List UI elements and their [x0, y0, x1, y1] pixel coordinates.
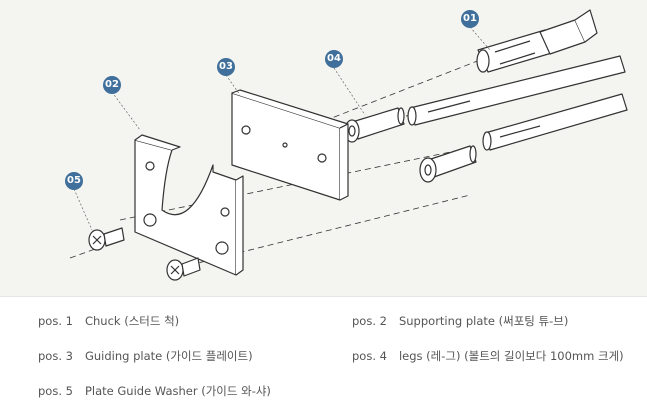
chuck-part	[476, 9, 598, 73]
part-label-02: 02	[103, 76, 121, 94]
legend-text: legs (레-그) (볼트의 길이보다 100mm 크게)	[398, 349, 624, 363]
supporting-rod-upper	[407, 55, 626, 126]
leader-lines	[73, 26, 491, 231]
legend-text: Chuck (스터드 척)	[84, 314, 180, 328]
legend-pos: pos. 1	[38, 314, 73, 328]
legend-pos: pos. 2	[352, 314, 387, 328]
exploded-assembly-drawing: 01 02 03 04 05	[0, 0, 647, 297]
guiding-plate	[231, 89, 349, 201]
legend-pos: pos. 5	[38, 384, 73, 398]
part-label-04: 04	[325, 50, 343, 68]
leg-lower	[419, 145, 477, 183]
legend-item-2: pos. 2 Supporting plate (써포팅 튜-브)	[352, 313, 568, 329]
leg-upper	[344, 107, 405, 143]
assembly-svg	[69, 9, 628, 281]
supporting-rod-lower	[482, 93, 628, 151]
part-label-03: 03	[217, 58, 235, 76]
part-label-01: 01	[461, 10, 479, 28]
legend-item-5: pos. 5 Plate Guide Washer (가이드 와-샤)	[38, 383, 271, 399]
legend-item-1: pos. 1 Chuck (스터드 척)	[38, 313, 179, 329]
plate-guide-bracket	[134, 134, 244, 276]
legend-item-4: pos. 4 legs (레-그) (볼트의 길이보다 100mm 크게)	[352, 348, 624, 364]
part-label-05: 05	[65, 172, 83, 190]
legend-item-3: pos. 3 Guiding plate (가이드 플레이트)	[38, 348, 253, 364]
legend-text: Guiding plate (가이드 플레이트)	[84, 349, 253, 363]
screw-lower	[166, 257, 201, 281]
screw-upper	[88, 227, 125, 251]
legend-text: Plate Guide Washer (가이드 와-샤)	[84, 384, 271, 398]
legend-pos: pos. 3	[38, 349, 73, 363]
legend-pos: pos. 4	[352, 349, 387, 363]
legend-text: Supporting plate (써포팅 튜-브)	[398, 314, 569, 328]
